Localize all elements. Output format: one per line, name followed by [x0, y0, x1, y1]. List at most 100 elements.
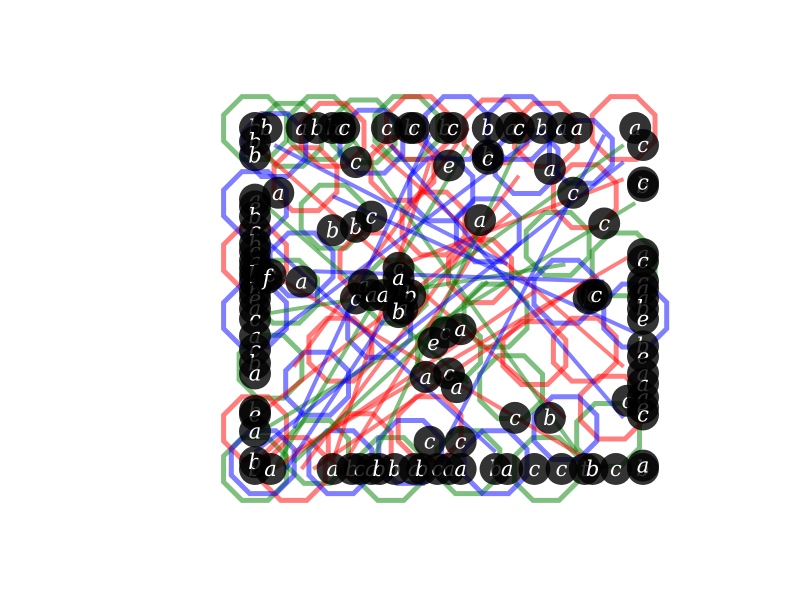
octagon-marker-red	[589, 94, 658, 162]
node-label: c	[637, 171, 649, 195]
node-marker	[239, 415, 271, 448]
node-marker	[398, 112, 431, 144]
edge-line-blue	[273, 143, 509, 267]
node: b	[576, 453, 609, 485]
node-marker	[588, 207, 621, 240]
node-label: a	[249, 362, 262, 386]
node-label: c	[637, 402, 649, 426]
node-marker	[355, 200, 388, 233]
node: a	[285, 265, 318, 298]
node: a	[627, 449, 659, 482]
node: a	[444, 313, 477, 346]
node-label: c	[408, 116, 420, 140]
node: a	[239, 357, 271, 390]
node-marker	[413, 425, 446, 458]
node: c	[471, 142, 504, 175]
node: a	[239, 415, 271, 448]
node-marker	[444, 313, 477, 346]
node-label: e	[443, 154, 455, 178]
node: c	[627, 398, 659, 431]
node-marker	[339, 146, 372, 179]
node-marker	[627, 398, 659, 431]
node-marker	[533, 152, 566, 185]
edge-line-red	[292, 255, 629, 454]
node-label: c	[637, 133, 649, 157]
node-label: c	[455, 430, 467, 454]
node-label: c	[513, 116, 525, 140]
node-marker	[627, 166, 659, 199]
node-marker	[627, 302, 659, 335]
node: a	[382, 262, 415, 295]
node-marker	[382, 262, 415, 295]
node-label: a	[419, 365, 432, 389]
node-label: a	[544, 157, 557, 181]
octagon-marker-red	[368, 135, 437, 203]
node-marker	[491, 453, 524, 485]
node-label: b	[392, 300, 405, 324]
node: c	[413, 425, 446, 458]
node: c	[370, 112, 403, 144]
node-label: a	[264, 457, 277, 481]
node-marker	[433, 149, 465, 182]
node-label: e	[637, 307, 649, 331]
node-label: a	[571, 116, 584, 140]
node-marker	[444, 453, 477, 485]
node-marker	[576, 453, 609, 485]
node-label: b	[326, 218, 339, 242]
node-label: c	[350, 150, 362, 174]
node-marker	[250, 262, 283, 295]
node-marker	[627, 129, 659, 162]
node-label: b	[543, 406, 556, 430]
node: b	[239, 139, 271, 172]
node: a	[254, 453, 287, 485]
node-label: a	[474, 208, 487, 232]
node: c	[398, 112, 431, 144]
node-marker	[440, 371, 473, 404]
edge-line-green	[350, 137, 579, 454]
node-marker	[254, 453, 287, 485]
node-label: c	[381, 116, 393, 140]
node-label: c	[567, 181, 579, 205]
node-label: e	[427, 331, 439, 355]
node-marker	[533, 401, 566, 434]
edge-line-green	[292, 279, 490, 464]
node-label: c	[528, 457, 540, 481]
node-label: a	[295, 269, 308, 293]
node-label: c	[598, 211, 610, 235]
node-marker	[471, 142, 504, 175]
node: a	[440, 371, 473, 404]
node-label: c	[556, 457, 568, 481]
node: c	[545, 453, 578, 485]
edge-line-blue	[253, 160, 625, 454]
node-marker	[382, 296, 415, 329]
node: c	[355, 200, 388, 233]
node-marker	[518, 453, 551, 485]
node: a	[533, 152, 566, 185]
node-marker	[545, 453, 578, 485]
octagon-marker-red	[446, 237, 514, 306]
node-marker	[239, 139, 271, 172]
node-label: a	[637, 454, 650, 478]
node: c	[588, 207, 621, 240]
node-label: c	[509, 406, 521, 430]
node-label: a	[450, 375, 463, 399]
edge-line-blue	[389, 143, 626, 420]
node-label: b	[535, 116, 548, 140]
node: b	[382, 296, 415, 329]
node: a	[491, 453, 524, 485]
node: e	[417, 326, 450, 359]
node-marker	[444, 425, 477, 458]
node-marker	[561, 112, 594, 144]
octagon-marker-green	[523, 210, 592, 278]
node: b	[533, 401, 566, 434]
node-marker	[498, 401, 531, 434]
node-marker	[436, 112, 469, 144]
node-marker	[285, 265, 318, 298]
node: c	[627, 166, 659, 199]
node: c	[599, 453, 632, 485]
node: c	[498, 401, 531, 434]
edge-line-red	[370, 143, 625, 369]
node-label: c	[366, 205, 378, 229]
node-label: a	[392, 266, 405, 290]
